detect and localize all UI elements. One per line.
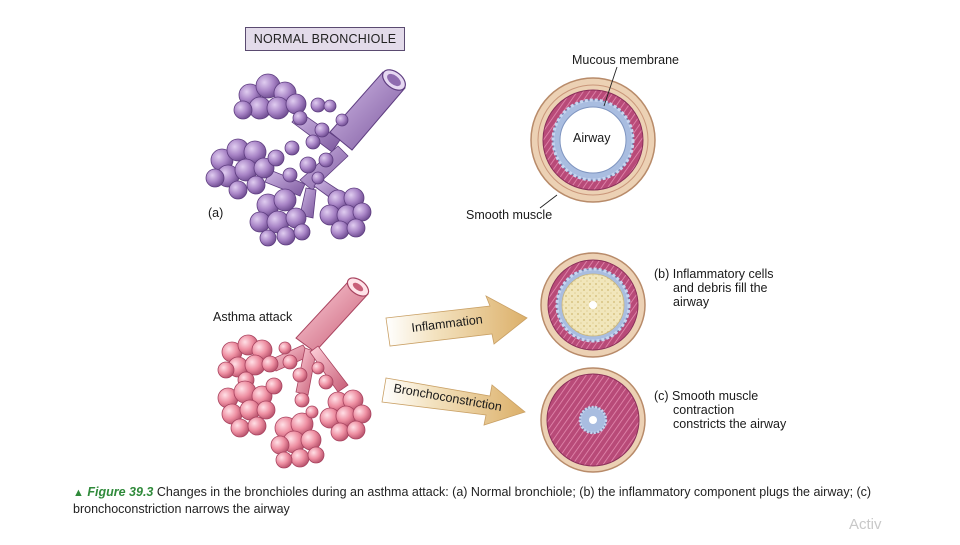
caption-figure-number: Figure 39.3 bbox=[87, 485, 154, 499]
smooth-muscle-label: Smooth muscle bbox=[466, 208, 553, 222]
mucous-membrane-label: Mucous membrane bbox=[572, 53, 679, 67]
caption-triangle-icon: ▲ bbox=[73, 487, 84, 499]
panel-c-line-1: (c) Smooth muscle bbox=[654, 389, 759, 403]
normal-cross-section bbox=[530, 66, 656, 209]
bronchoconstriction-arrow bbox=[381, 377, 526, 426]
panel-c-description: (c) Smooth muscle contraction constricts… bbox=[654, 389, 786, 431]
caption-text: Changes in the bronchioles during an ast… bbox=[73, 485, 872, 516]
panel-b-line-2: and debris fill the bbox=[673, 281, 768, 295]
panel-b-line-3: airway bbox=[673, 295, 710, 309]
asthma-bronchiole-illustration bbox=[217, 277, 372, 469]
panel-b-line-1: (b) Inflammatory cells bbox=[654, 267, 774, 281]
normal-bronchiole-illustration bbox=[205, 69, 406, 247]
inflamed-cross-section bbox=[540, 252, 646, 358]
normal-bronchiole-title: NORMAL BRONCHIOLE bbox=[245, 27, 405, 51]
activation-watermark: Activ bbox=[849, 516, 882, 533]
panel-c-line-2: contraction bbox=[673, 403, 735, 417]
airway-label: Airway bbox=[573, 131, 611, 145]
figure-caption: ▲ Figure 39.3 Changes in the bronchioles… bbox=[73, 484, 893, 517]
asthma-attack-label: Asthma attack bbox=[213, 310, 293, 324]
panel-a-label: (a) bbox=[208, 206, 224, 220]
panel-b-description: (b) Inflammatory cells and debris fill t… bbox=[654, 267, 773, 309]
inflammation-arrow bbox=[385, 295, 528, 347]
constricted-cross-section bbox=[540, 367, 646, 473]
panel-c-line-3: constricts the airway bbox=[673, 417, 787, 431]
